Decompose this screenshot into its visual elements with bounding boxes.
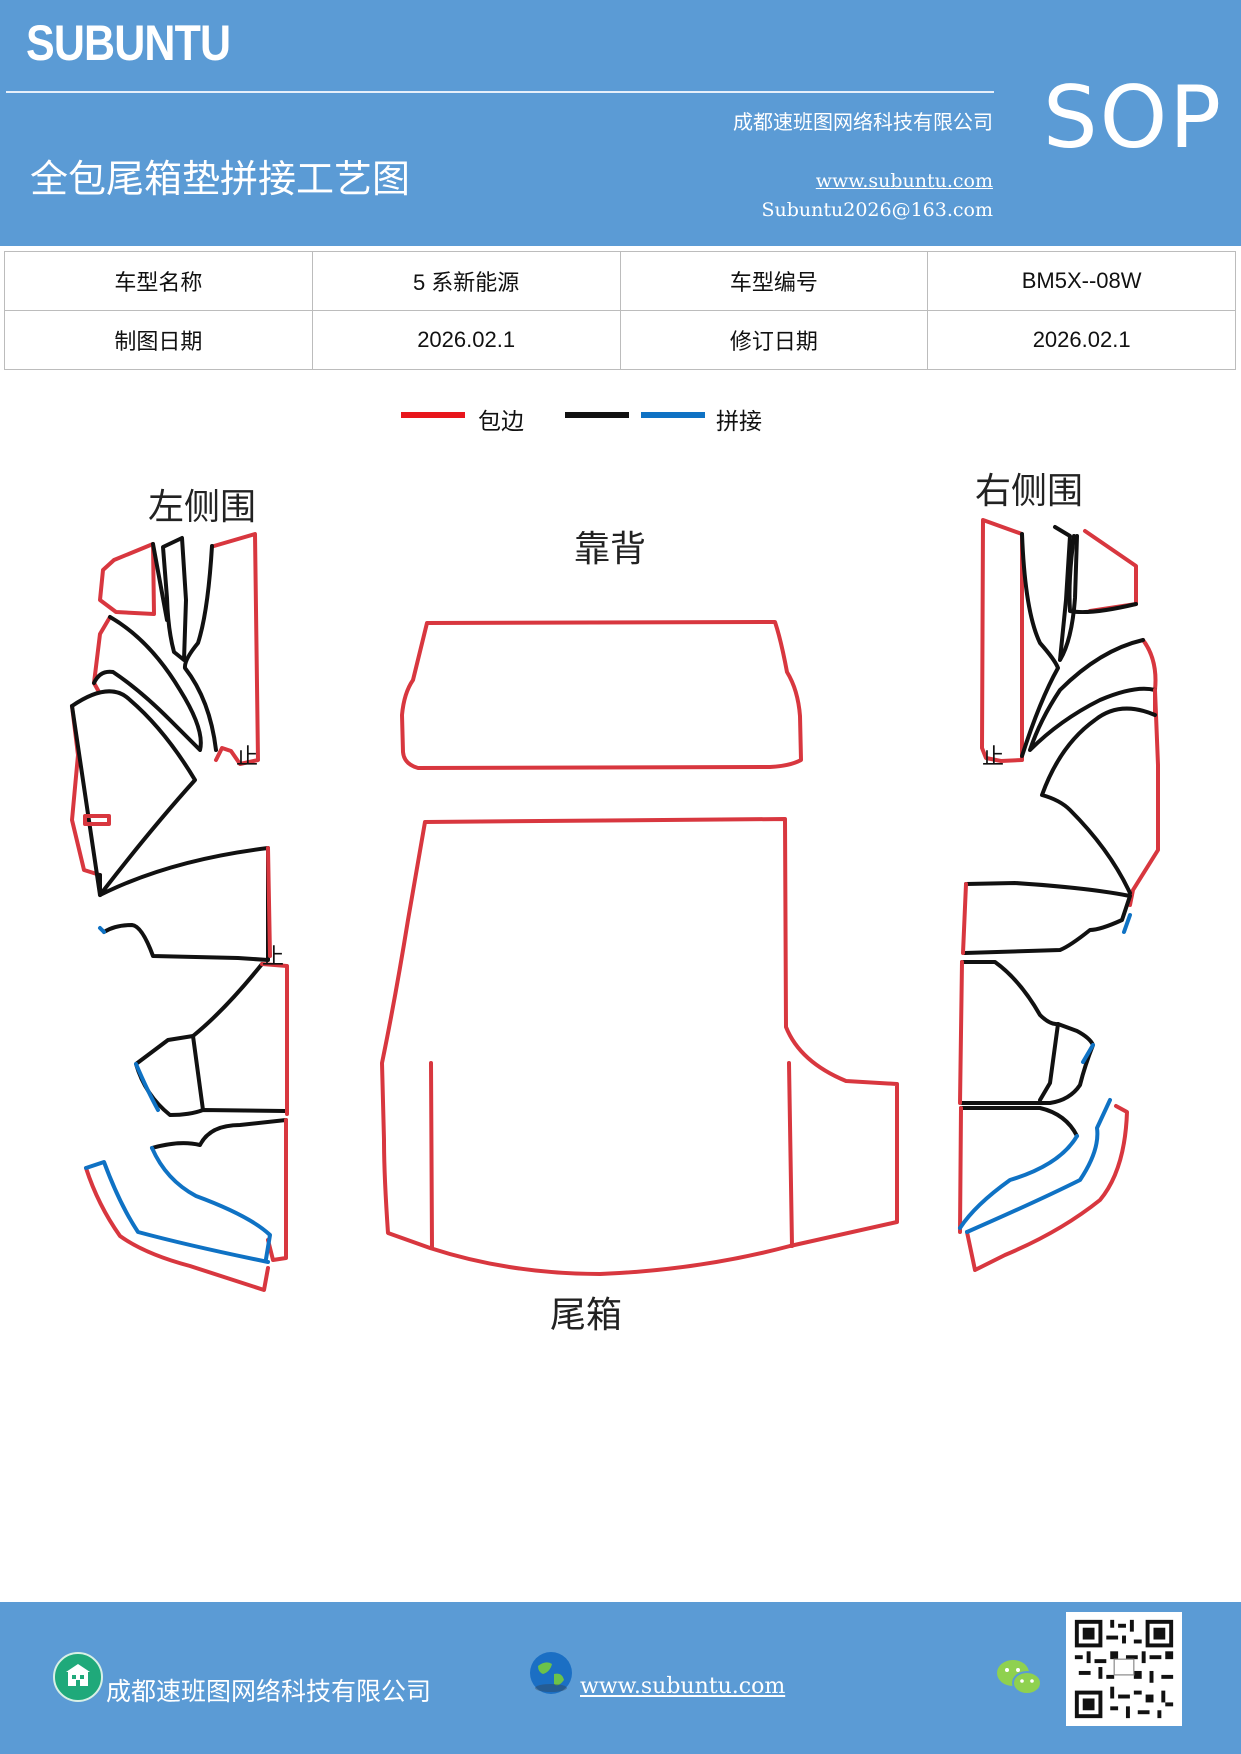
model-name-label: 车型名称: [4, 251, 313, 311]
right-piece-a-inner: [1067, 534, 1138, 615]
header-website-link[interactable]: www.subuntu.com: [815, 170, 993, 192]
left-big-piece-black: [70, 689, 197, 897]
left-bottom-piece: [150, 1118, 288, 1150]
page-title: 全包尾箱垫拼接工艺图: [30, 157, 411, 201]
right-wedge-piece: [965, 1104, 1129, 1272]
qr-code[interactable]: [1066, 1612, 1182, 1726]
revise-date-label: 修订日期: [619, 310, 929, 370]
draw-date-label: 制图日期: [4, 310, 313, 370]
draw-date-value: 2026.02.1: [311, 310, 621, 370]
right-strip-splice: [1122, 913, 1132, 934]
model-code-value: BM5X--08W: [927, 251, 1236, 311]
legend-edge-swatch: [401, 412, 465, 418]
right-mid-piece-black: [1028, 638, 1157, 752]
table-row: 车型名称 5 系新能源 车型编号 BM5X--08W: [4, 251, 1236, 311]
right-bottom-piece-edge: [958, 1106, 963, 1234]
left-wedge-splice: [84, 1160, 270, 1264]
left-strip: [98, 846, 270, 962]
footer-company: 成都速班图网络科技有限公司: [106, 1677, 432, 1706]
left-bottom-piece-edge: [266, 1118, 288, 1262]
left-wedge-piece: [84, 1166, 270, 1292]
right-bottom-piece: [959, 1106, 1079, 1138]
right-bottom-splice: [958, 1134, 1079, 1230]
building-icon: [53, 1652, 103, 1702]
right-lower-piece-edge: [958, 960, 964, 1105]
legend-splice-label: 拼接: [716, 409, 762, 435]
trunk-floor-outline: [380, 817, 899, 1276]
left-piece-c: [212, 532, 260, 766]
footer-banner: 成都速班图网络科技有限公司 www.subuntu.com: [0, 1602, 1241, 1754]
right-piece-b: [1053, 525, 1079, 662]
header-email: Subuntu2026@163.com: [761, 199, 993, 221]
legend: 包边 拼接: [0, 400, 1241, 440]
right-lower-piece-split: [1038, 1022, 1060, 1102]
left-mark-1: 止: [236, 745, 258, 770]
left-piece-c-inner: [182, 544, 218, 752]
footer-website-link[interactable]: www.subuntu.com: [580, 1674, 786, 1699]
left-strip-splice: [98, 926, 106, 934]
globe-icon: [528, 1650, 574, 1696]
backrest-label: 靠背: [574, 529, 646, 570]
trunk-floor-inner-left: [429, 1061, 434, 1250]
model-name-value: 5 系新能源: [311, 251, 621, 311]
right-strip-edge: [961, 882, 968, 955]
header-divider: [6, 91, 994, 93]
backrest-outline: [400, 620, 803, 770]
right-big-piece: [1128, 688, 1160, 907]
table-row: 制图日期 2026.02.1 修订日期 2026.02.1: [4, 310, 1236, 370]
right-wedge-splice: [965, 1098, 1112, 1234]
info-table: 车型名称 5 系新能源 车型编号 BM5X--08W 制图日期 2026.02.…: [4, 251, 1236, 370]
left-side-label: 左侧围: [148, 487, 256, 528]
legend-splice-swatch: [641, 412, 705, 418]
left-mid-piece: [92, 615, 112, 694]
left-piece-a-inner: [151, 542, 169, 622]
right-big-piece-black: [1040, 706, 1157, 895]
right-strip: [963, 881, 1132, 955]
left-piece-b: [161, 536, 188, 662]
sop-badge: SOP: [1043, 68, 1224, 168]
left-lower-piece: [134, 962, 287, 1117]
trunk-floor-inner-right: [787, 1061, 794, 1248]
right-lower-splice: [1081, 1043, 1095, 1064]
right-lower-piece: [960, 960, 1095, 1105]
pattern-diagram: 左侧围 靠背 右侧围 尾箱 止 止: [70, 471, 1160, 1336]
left-piece-a: [98, 542, 156, 616]
revise-date-value: 2026.02.1: [927, 310, 1236, 370]
left-strip-edge: [266, 846, 272, 958]
left-small-slot: [83, 814, 111, 826]
legend-edge-label: 包边: [478, 409, 524, 435]
right-mark-1: 止: [982, 745, 1004, 770]
left-mid-piece-black: [92, 615, 203, 752]
model-code-label: 车型编号: [619, 251, 929, 311]
right-piece-c-inner: [1020, 532, 1060, 758]
left-lower-splice: [134, 1062, 160, 1112]
left-lower-piece-split: [191, 1034, 205, 1112]
wechat-icon[interactable]: [994, 1656, 1044, 1700]
brand-logo: SUBUNTU: [26, 15, 231, 71]
header-company: 成都速班图网络科技有限公司: [733, 110, 993, 134]
left-lower-piece-edge: [260, 962, 289, 1116]
header-banner: SUBUNTU 成都速班图网络科技有限公司 SOP 全包尾箱垫拼接工艺图 www…: [0, 0, 1241, 246]
right-piece-a: [1083, 529, 1138, 613]
left-bottom-splice: [150, 1146, 272, 1261]
right-piece-c: [980, 518, 1024, 763]
right-side-label: 右侧围: [975, 471, 1083, 512]
legend-black-swatch: [565, 412, 629, 418]
trunk-label: 尾箱: [550, 1295, 622, 1336]
left-mark-2: 止: [262, 945, 284, 970]
